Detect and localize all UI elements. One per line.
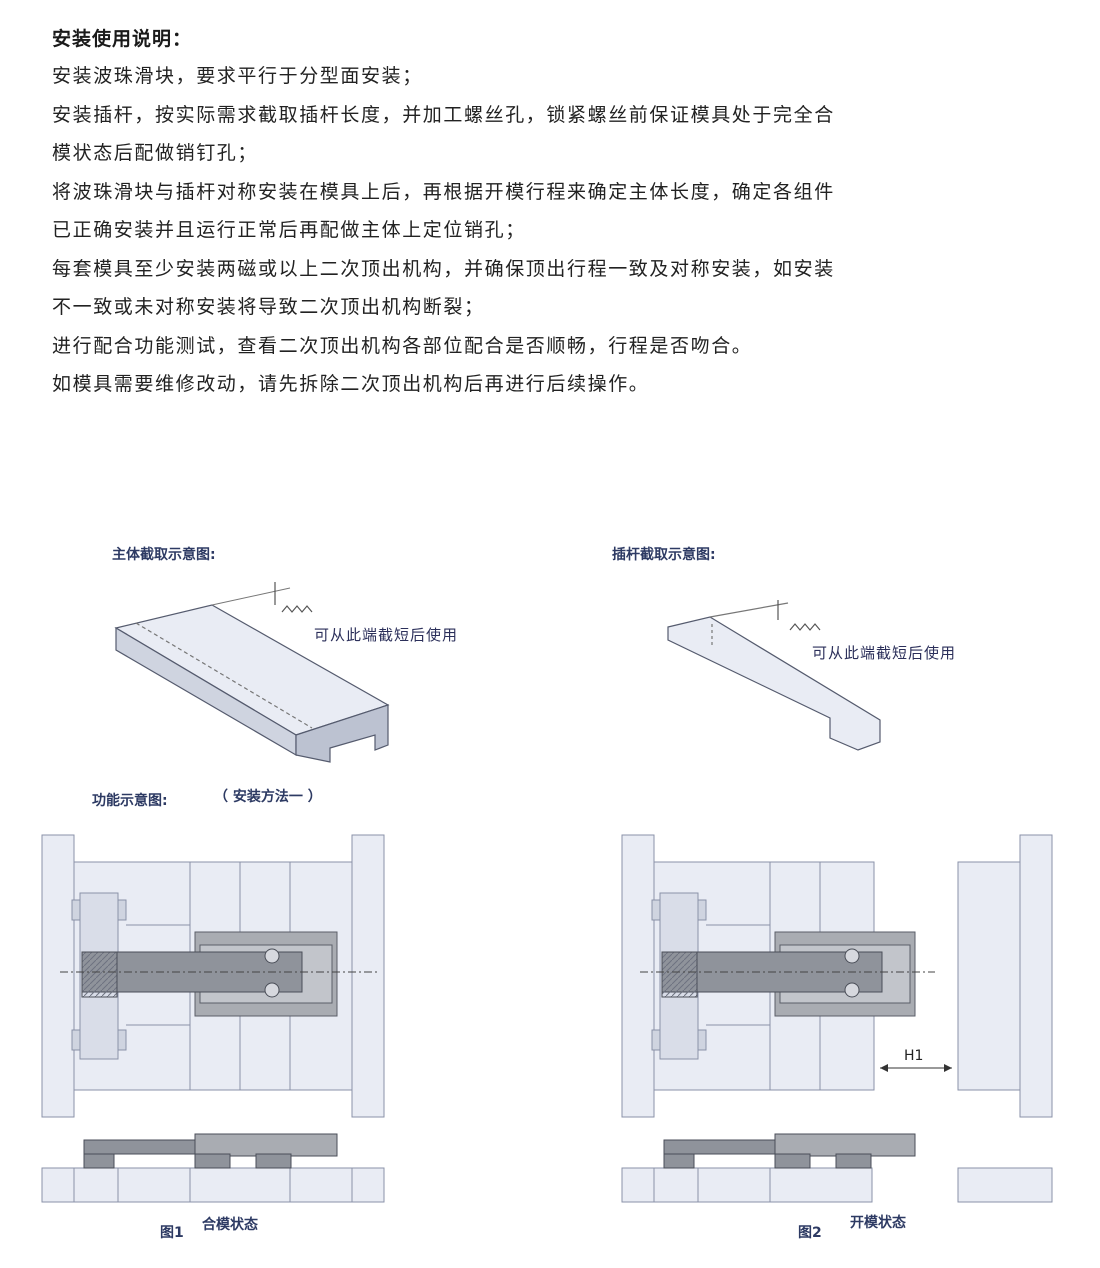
figure2-caption: 开模状态: [850, 1215, 906, 1231]
main-body-note: 可从此端截短后使用: [314, 626, 459, 644]
figure1-number: 图1: [160, 1225, 184, 1241]
instruction-line: 已正确安装并且运行正常后再配做主体上定位销孔；: [52, 219, 526, 241]
rod-note: 可从此端截短后使用: [812, 644, 957, 662]
figure2-open-mold: [621, 834, 1053, 1203]
instruction-line: 模状态后配做销钉孔；: [52, 142, 259, 164]
instruction-line: 安装插杆，按实际需求截取插杆长度，并加工螺丝孔，锁紧螺丝前保证模具处于完全合: [52, 103, 835, 126]
dimension-label: H1: [904, 1048, 924, 1064]
function-title: 功能示意图:: [92, 793, 168, 809]
figure2-number: 图2: [798, 1225, 822, 1241]
instructions-heading: 安装使用说明：: [52, 28, 193, 50]
instruction-line: 每套模具至少安装两磁或以上二次顶出机构，并确保顶出行程一致及对称安装，如安装: [52, 257, 835, 280]
figure1-closed-mold: [41, 834, 385, 1203]
main-body-iso-drawing: [114, 582, 390, 763]
figure1-caption: 合模状态: [202, 1217, 258, 1233]
main-body-title: 主体截取示意图:: [112, 547, 216, 563]
instruction-line: 不一致或未对称安装将导致二次顶出机构断裂；: [52, 296, 485, 318]
rod-iso-drawing: [667, 600, 881, 751]
instruction-line: 如模具需要维修改动，请先拆除二次顶出机构后再进行后续操作。: [52, 373, 650, 395]
instruction-line: 安装波珠滑块，要求平行于分型面安装；: [52, 65, 423, 87]
function-method: （ 安装方法一 ）: [214, 789, 322, 805]
instruction-line: 将波珠滑块与插杆对称安装在模具上后，再根据开模行程来确定主体长度，确定各组件: [52, 180, 835, 203]
instruction-line: 进行配合功能测试，查看二次顶出机构各部位配合是否顺畅，行程是否吻合。: [52, 334, 753, 357]
instructions-block: 安装使用说明： 安装波珠滑块，要求平行于分型面安装； 安装插杆，按实际需求截取插…: [52, 24, 1062, 404]
rod-title: 插杆截取示意图:: [612, 547, 716, 563]
